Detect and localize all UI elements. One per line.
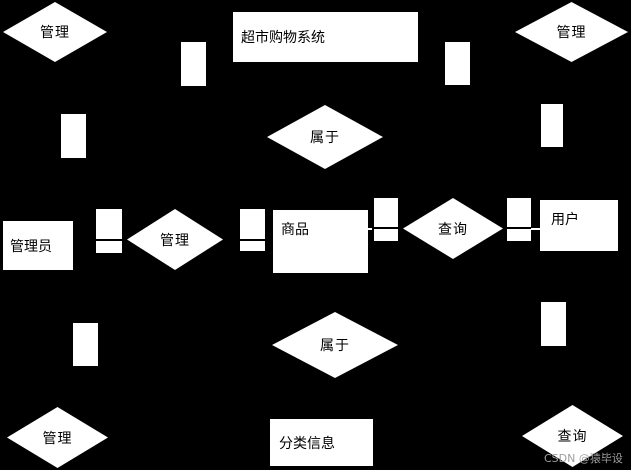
connector-line-segment xyxy=(362,228,372,230)
entity-label: 用户 xyxy=(551,212,579,228)
relation-label: 属于 xyxy=(320,338,350,354)
relation-label: 管理 xyxy=(42,430,73,447)
entity-label: 分类信息 xyxy=(279,435,335,452)
relation-label: 管理 xyxy=(40,25,70,41)
entity-system-box: 超市购物系统 xyxy=(233,12,418,62)
blank-label-box xyxy=(181,42,206,86)
blank-label-box xyxy=(541,104,563,147)
entity-label: 超市购物系统 xyxy=(241,30,325,46)
relation-belongs-upper: 属于 xyxy=(267,105,383,169)
relation-manage-bottom-left: 管理 xyxy=(7,407,108,468)
relation-label: 查询 xyxy=(557,429,588,445)
blank-label-box xyxy=(445,42,470,85)
relation-label: 管理 xyxy=(160,232,190,249)
watermark: CSDN @猿毕设 xyxy=(544,452,623,465)
split-label-box xyxy=(507,198,531,241)
relation-manage-middle: 管理 xyxy=(127,209,223,270)
split-label-box xyxy=(374,198,398,241)
connector-line-segment xyxy=(531,228,543,230)
relation-label: 查询 xyxy=(438,221,468,238)
entity-label: 商品 xyxy=(281,222,309,238)
entity-admin-box: 管理员 xyxy=(3,221,73,270)
relation-query-middle: 查询 xyxy=(403,198,503,259)
entity-user-box: 用户 xyxy=(540,200,618,251)
entity-product-box: 商品 xyxy=(273,210,368,273)
entity-label: 管理员 xyxy=(10,238,52,255)
blank-label-box xyxy=(61,114,86,158)
relation-label: 管理 xyxy=(556,25,587,41)
divider-line xyxy=(96,239,122,241)
relation-manage-top-right: 管理 xyxy=(515,2,628,62)
split-label-box xyxy=(96,209,122,253)
divider-line xyxy=(507,227,531,229)
relation-manage-top-left: 管理 xyxy=(3,2,107,62)
relation-belongs-lower: 属于 xyxy=(272,312,398,378)
divider-line xyxy=(240,239,265,241)
divider-line xyxy=(374,227,398,229)
entity-category-box: 分类信息 xyxy=(270,419,373,466)
blank-label-box xyxy=(541,302,566,346)
relation-label: 属于 xyxy=(310,130,340,146)
split-label-box xyxy=(240,209,265,251)
blank-label-box xyxy=(73,323,98,366)
